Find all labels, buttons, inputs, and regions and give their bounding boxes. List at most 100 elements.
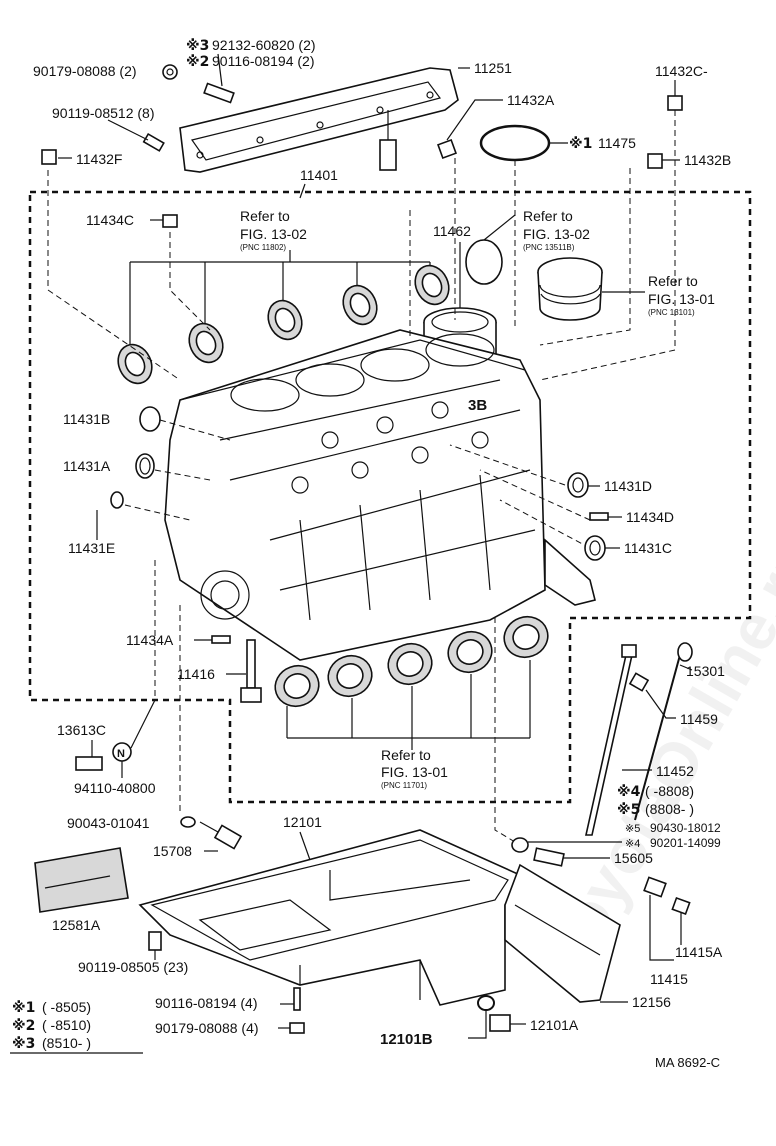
baffle-plate-12156 bbox=[504, 863, 621, 1003]
refer-block-13101: Refer to FIG. 13-01 (PNC 13101) bbox=[648, 273, 715, 317]
bearing-shell-upper-2 bbox=[188, 322, 224, 364]
pin-11434c bbox=[162, 214, 178, 228]
mark-5: ※5 bbox=[617, 802, 640, 818]
label-12581a: 12581A bbox=[52, 917, 101, 933]
label-11434d: 11434D bbox=[626, 509, 674, 525]
dowel-sleeve bbox=[379, 110, 397, 171]
block-boundary-line bbox=[28, 190, 752, 804]
label-12101b: 12101B bbox=[380, 1031, 433, 1048]
sensor-15708 bbox=[199, 821, 243, 850]
mark-3: ※3 bbox=[186, 38, 209, 54]
plug-11415 bbox=[643, 876, 667, 898]
drain-plug-12101a bbox=[489, 1014, 511, 1032]
label-90119-08512: 90119-08512 (8) bbox=[52, 105, 154, 121]
piston-pin-clip bbox=[465, 239, 503, 285]
svg-text:Refer to: Refer to bbox=[648, 273, 698, 289]
label-11431b: 11431B bbox=[63, 411, 110, 427]
oil-pan bbox=[138, 829, 522, 1006]
label-90201-14099: 90201-14099 bbox=[650, 836, 721, 850]
plug-11432f bbox=[41, 149, 57, 165]
label-90116-08194-4: 90116-08194 (4) bbox=[155, 995, 257, 1011]
svg-text:FIG. 13-02: FIG. 13-02 bbox=[523, 226, 590, 242]
dipstick-guide bbox=[585, 644, 637, 836]
label-11431e: 11431E bbox=[68, 540, 115, 556]
svg-text:(PNC 13511B): (PNC 13511B) bbox=[523, 243, 575, 252]
svg-text:3B: 3B bbox=[468, 397, 487, 414]
svg-text:Refer to: Refer to bbox=[240, 208, 290, 224]
side-cover-plate bbox=[179, 67, 459, 173]
svg-text:Refer to: Refer to bbox=[523, 208, 573, 224]
svg-text:(PNC 11802): (PNC 11802) bbox=[240, 243, 286, 252]
bearing-shell-upper-5 bbox=[414, 264, 450, 306]
pin-11434d bbox=[589, 512, 609, 521]
washer-90043 bbox=[180, 816, 196, 828]
label-11432c: 11432C- bbox=[655, 63, 708, 79]
bearing-11431a bbox=[135, 453, 155, 479]
plug-11432b bbox=[647, 153, 663, 169]
bearing-shell-upper-1 bbox=[117, 343, 153, 385]
svg-text:FIG. 13-01: FIG. 13-01 bbox=[648, 291, 715, 307]
stud-bolt bbox=[203, 82, 235, 104]
legend-range-3: (8510- ) bbox=[42, 1035, 91, 1051]
label-90179-08088-2: 90179-08088 (2) bbox=[33, 63, 137, 79]
label-90119-08505: 90119-08505 (23) bbox=[78, 959, 188, 975]
svg-text:(PNC 13101): (PNC 13101) bbox=[648, 308, 695, 317]
washer-90201 bbox=[511, 837, 529, 853]
label-12101: 12101 bbox=[283, 814, 322, 830]
legend-range-1: ( -8505) bbox=[42, 999, 91, 1015]
nut-94110: N bbox=[112, 742, 132, 762]
label-11415a: 11415A bbox=[675, 944, 723, 960]
label-11432f: 11432F bbox=[76, 151, 122, 167]
bearing-shell-lower-3 bbox=[387, 642, 433, 686]
label-11432a: 11432A bbox=[507, 92, 555, 108]
dipstick bbox=[634, 642, 693, 821]
label-11401: 11401 bbox=[300, 167, 338, 183]
bearing-11431e bbox=[110, 491, 124, 509]
label-11416: 11416 bbox=[177, 666, 215, 682]
plug-11432a bbox=[437, 139, 457, 159]
refer-block-11701: Refer to FIG. 13-01 (PNC 11701) bbox=[381, 747, 448, 790]
gasket-12101b bbox=[477, 995, 495, 1011]
legend-range-2: ( -8510) bbox=[42, 1017, 91, 1033]
label-11251: 11251 bbox=[474, 60, 512, 76]
bolt-15605 bbox=[533, 847, 565, 867]
legend-code-ranges: ※1 ( -8505) ※2 ( -8510) ※3 (8510- ) bbox=[10, 999, 143, 1054]
label-90179-08088-4: 90179-08088 (4) bbox=[155, 1020, 259, 1036]
bolt-11416 bbox=[240, 639, 262, 703]
label-90116-08194-2: 90116-08194 (2) bbox=[212, 53, 314, 69]
legend-mark-1: ※1 bbox=[12, 1000, 35, 1016]
svg-text:Refer to: Refer to bbox=[381, 747, 431, 763]
nut-90179 bbox=[162, 64, 178, 80]
bearing-11431c bbox=[584, 535, 606, 561]
stud-90116-4 bbox=[293, 987, 301, 1011]
svg-text:N: N bbox=[117, 748, 125, 760]
label-12156: 12156 bbox=[632, 994, 671, 1010]
label-90430-18012: 90430-18012 bbox=[650, 821, 721, 835]
bearing-11431d bbox=[567, 472, 589, 498]
bolt-90119-08505 bbox=[148, 931, 162, 951]
insulator-12581a bbox=[34, 847, 129, 913]
plug-13613c bbox=[75, 756, 103, 771]
legend-mark-3: ※3 bbox=[12, 1036, 35, 1052]
label-11434c: 11434C bbox=[86, 212, 134, 228]
svg-text:FIG. 13-02: FIG. 13-02 bbox=[240, 226, 307, 242]
label-11431a: 11431A bbox=[63, 458, 111, 474]
pin-11434a bbox=[211, 635, 231, 644]
range-5: (8808- ) bbox=[645, 801, 694, 817]
label-13613c: 13613C bbox=[57, 722, 106, 738]
label-92132-60820: 92132-60820 (2) bbox=[212, 37, 316, 53]
label-94110-40800: 94110-40800 bbox=[74, 780, 156, 796]
label-11431d: 11431D bbox=[604, 478, 652, 494]
label-11432b: 11432B bbox=[684, 152, 731, 168]
mark-4-small: ※4 bbox=[625, 838, 640, 850]
mark-2: ※2 bbox=[186, 54, 209, 70]
bearing-shell-lower-2 bbox=[327, 654, 373, 698]
nut-90179-4 bbox=[289, 1022, 305, 1034]
bearing-shell-lower-4 bbox=[447, 630, 493, 674]
piston bbox=[537, 257, 603, 321]
o-ring-11475 bbox=[479, 124, 551, 162]
plug-11415a bbox=[671, 896, 691, 916]
label-90043-01041: 90043-01041 bbox=[67, 815, 150, 831]
svg-text:FIG. 13-01: FIG. 13-01 bbox=[381, 764, 448, 780]
